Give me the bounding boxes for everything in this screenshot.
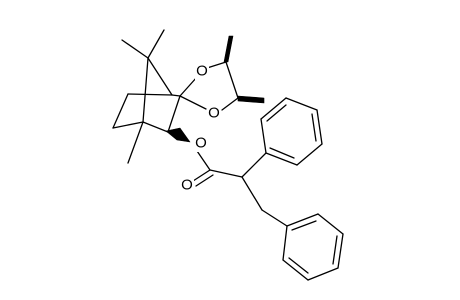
bond-ch2-phenyl-2 bbox=[261, 209, 288, 227]
bond-c7-methyl-b bbox=[147, 29, 165, 59]
wedge-methyl-upper bbox=[223, 35, 234, 63]
ring2-double bbox=[291, 220, 317, 231]
wedge-c3-oxygen bbox=[165, 127, 191, 143]
atom-o-ring-1: O bbox=[195, 62, 209, 80]
bond-c7-methyl-a bbox=[121, 39, 149, 59]
ring1-bond bbox=[265, 152, 298, 166]
atom-o-ester: O bbox=[194, 134, 208, 152]
bond-c1-methyl bbox=[127, 121, 144, 164]
bond-ch-phenyl-1 bbox=[241, 152, 267, 178]
ring1-bond bbox=[260, 97, 287, 120]
bornane-skeleton bbox=[112, 29, 191, 164]
bond-carbonyl-double-b bbox=[195, 174, 214, 187]
bond-c1-c6 bbox=[112, 121, 144, 129]
atom-label: O bbox=[195, 135, 207, 152]
ring1-double bbox=[311, 113, 317, 142]
ring2-bond bbox=[286, 213, 319, 227]
bond-bridge-c7-c2 bbox=[147, 57, 173, 96]
ring2-bond bbox=[282, 225, 288, 261]
ring2-bond bbox=[337, 233, 344, 269]
bond-c5-c4 bbox=[127, 93, 173, 96]
atom-label: O bbox=[181, 177, 193, 194]
bond-c3-spiro bbox=[167, 95, 181, 133]
ring2-double bbox=[288, 257, 309, 274]
ring1-bond bbox=[316, 109, 323, 145]
bond-c4prime-c5prime bbox=[225, 61, 239, 99]
bond-c1-c3 bbox=[142, 121, 169, 133]
bond-o2-spiro bbox=[179, 95, 207, 110]
phenyl-ring-upper bbox=[260, 97, 323, 166]
ring1-bond bbox=[260, 118, 267, 154]
atom-label: O bbox=[208, 105, 220, 122]
bond-bridge-c7-c1 bbox=[142, 57, 149, 123]
ring1-double bbox=[266, 104, 287, 122]
atom-labels: O O O O bbox=[180, 62, 221, 194]
bond-ch-ch2 bbox=[241, 176, 263, 211]
dioxolane-ring bbox=[179, 35, 265, 111]
bond-c4-spiro bbox=[171, 94, 181, 97]
ester-group bbox=[192, 147, 288, 227]
wedge-methyl-lower bbox=[237, 95, 265, 104]
atom-label: O bbox=[196, 63, 208, 80]
bond-spiro-o1 bbox=[179, 76, 198, 97]
bond-carbonyl-c-ch bbox=[209, 169, 243, 178]
bond-c6-c5 bbox=[112, 93, 129, 129]
atom-o-carbonyl: O bbox=[180, 176, 194, 194]
phenyl-ring-lower bbox=[282, 213, 344, 281]
bond-c5prime-o2 bbox=[221, 97, 239, 111]
ring1-double bbox=[269, 147, 295, 159]
ring2-bond bbox=[317, 213, 344, 235]
ring2-bond bbox=[282, 259, 309, 281]
bond-o1-c4prime bbox=[206, 61, 227, 69]
bond-carbonyl-double-a bbox=[192, 169, 211, 182]
ring1-bond bbox=[285, 97, 318, 111]
ring2-bond bbox=[307, 267, 339, 281]
ring1-bond bbox=[296, 143, 323, 166]
ring2-double bbox=[332, 235, 338, 265]
atom-o-ring-2: O bbox=[207, 104, 221, 122]
